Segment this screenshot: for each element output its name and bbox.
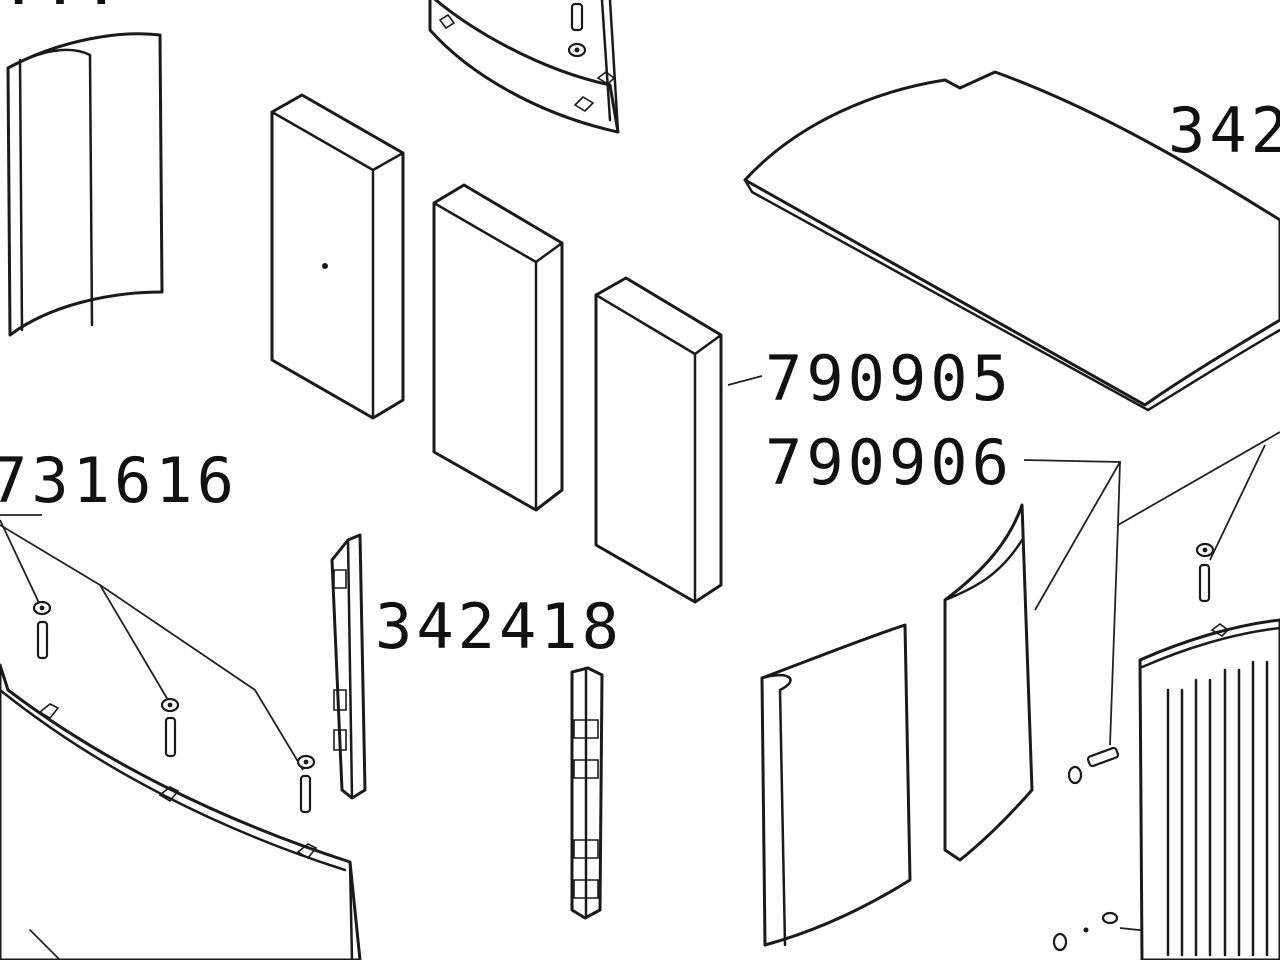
label-731616: 731616: [0, 444, 238, 517]
flat-brick-2: [432, 183, 564, 512]
label-790905: 790905: [765, 342, 1013, 415]
leader-731616-3: [0, 524, 169, 701]
leader-790906-b: [1109, 461, 1121, 746]
label-342418: 342418: [375, 590, 623, 663]
top-curved-panel-partial: [428, 0, 620, 134]
bolt-left-2: [160, 697, 180, 758]
bolt-left-1: [32, 600, 52, 660]
bottom-left-curved-panel: [0, 663, 362, 960]
bottom-right-ribbed-panel: [1138, 618, 1280, 960]
flat-brick-790905: [594, 276, 723, 604]
label-top-right-partial: 342: [1168, 94, 1280, 167]
leader-right-bolt: [1117, 431, 1280, 526]
left-curved-brick: [6, 32, 164, 337]
leader-731616-2: [0, 519, 41, 606]
top-plate: [743, 70, 1280, 412]
bolt-right-mid: [1067, 746, 1120, 785]
leader-731616-4: [99, 584, 304, 771]
leader-right-top-bolt: [1209, 444, 1266, 561]
label-790906: 790906: [765, 426, 1013, 499]
bolt-left-3: [296, 754, 316, 814]
curved-brick-790906: [943, 503, 1034, 862]
curved-brick-bottom: [760, 623, 912, 947]
top-bolt: [567, 2, 587, 58]
label-top-left-partial: ...: [0, 0, 124, 19]
rib-strip-left: [330, 533, 367, 800]
leader-790905: [727, 375, 763, 386]
leader-790906-a: [1023, 459, 1122, 611]
flat-brick-1: [270, 93, 405, 420]
rib-strip-center: [570, 666, 604, 920]
bolt-right-top: [1195, 542, 1215, 603]
